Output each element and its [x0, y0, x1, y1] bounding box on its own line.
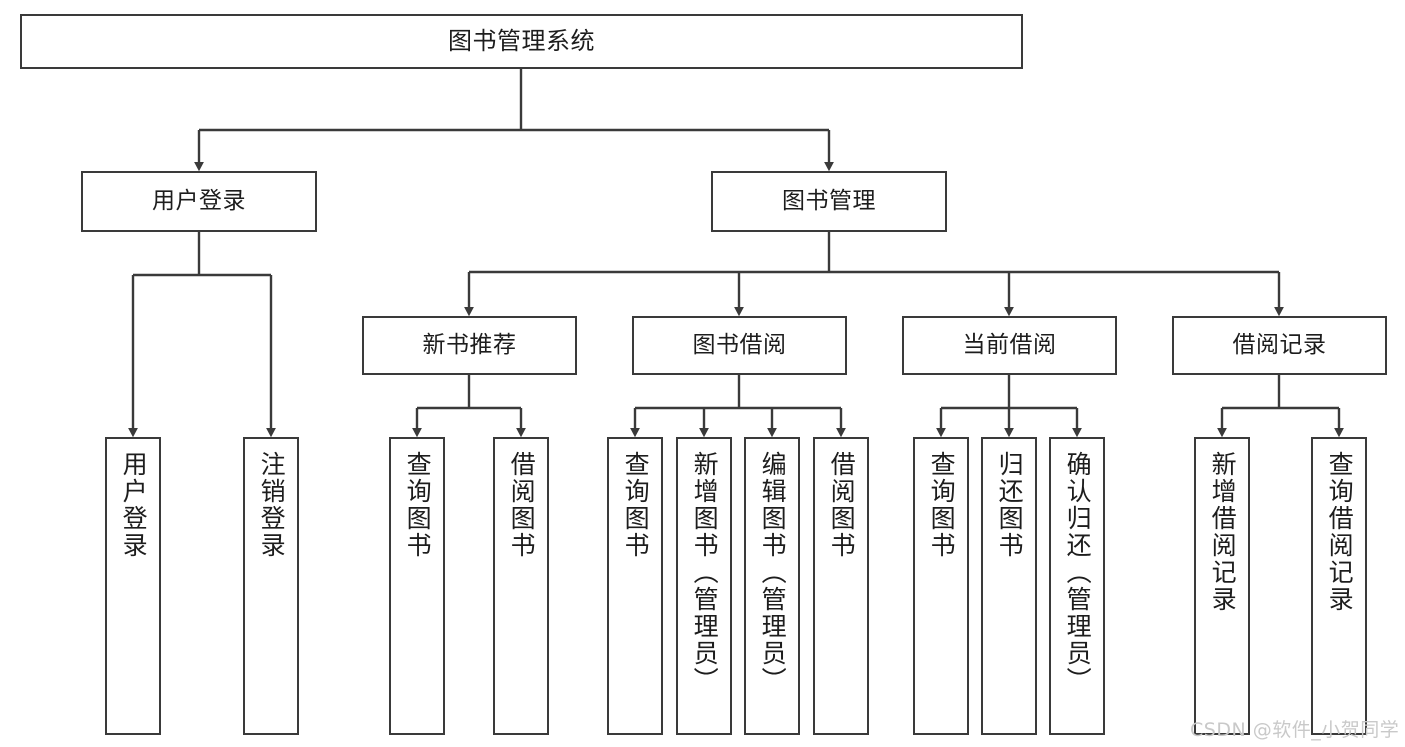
- node-leaf-return-book-label: 归还图书: [995, 451, 1025, 559]
- node-borrow-record-label: 借阅记录: [1232, 331, 1327, 358]
- node-leaf-confirm-return[interactable]: 确认归还（管理员）: [1049, 437, 1105, 735]
- node-leaf-query-book-1[interactable]: 查询图书: [389, 437, 445, 735]
- node-leaf-query-record[interactable]: 查询借阅记录: [1311, 437, 1367, 735]
- node-root[interactable]: 图书管理系统: [20, 14, 1023, 69]
- node-leaf-user-login-label: 用户登录: [119, 451, 149, 559]
- node-leaf-edit-book-label: 编辑图书（管理员）: [758, 451, 788, 694]
- node-leaf-edit-book[interactable]: 编辑图书（管理员）: [744, 437, 800, 735]
- node-leaf-add-book[interactable]: 新增图书（管理员）: [676, 437, 732, 735]
- node-leaf-query-book-2-label: 查询图书: [621, 451, 651, 559]
- node-leaf-add-record[interactable]: 新增借阅记录: [1194, 437, 1250, 735]
- node-leaf-borrow-book-1[interactable]: 借阅图书: [493, 437, 549, 735]
- node-leaf-logout-login[interactable]: 注销登录: [243, 437, 299, 735]
- node-leaf-logout-login-label: 注销登录: [257, 451, 287, 559]
- node-new-book-rec-label: 新书推荐: [422, 331, 517, 358]
- node-leaf-confirm-return-label: 确认归还（管理员）: [1063, 451, 1093, 694]
- node-leaf-borrow-book-2[interactable]: 借阅图书: [813, 437, 869, 735]
- node-leaf-borrow-book-2-label: 借阅图书: [827, 451, 857, 559]
- node-book-borrow-label: 图书借阅: [692, 331, 787, 358]
- node-root-label: 图书管理系统: [448, 27, 595, 56]
- node-leaf-return-book[interactable]: 归还图书: [981, 437, 1037, 735]
- node-user-login[interactable]: 用户登录: [81, 171, 317, 232]
- node-leaf-user-login[interactable]: 用户登录: [105, 437, 161, 735]
- node-user-login-label: 用户登录: [152, 187, 246, 214]
- node-leaf-query-book-3-label: 查询图书: [927, 451, 957, 559]
- node-borrow-record[interactable]: 借阅记录: [1172, 316, 1387, 375]
- node-book-manage-label: 图书管理: [782, 187, 876, 214]
- node-book-borrow[interactable]: 图书借阅: [632, 316, 847, 375]
- node-leaf-query-book-2[interactable]: 查询图书: [607, 437, 663, 735]
- node-leaf-add-record-label: 新增借阅记录: [1208, 451, 1238, 613]
- node-leaf-borrow-book-1-label: 借阅图书: [507, 451, 537, 559]
- node-new-book-rec[interactable]: 新书推荐: [362, 316, 577, 375]
- node-book-manage[interactable]: 图书管理: [711, 171, 947, 232]
- node-leaf-query-record-label: 查询借阅记录: [1325, 451, 1355, 613]
- node-leaf-query-book-3[interactable]: 查询图书: [913, 437, 969, 735]
- node-leaf-add-book-label: 新增图书（管理员）: [690, 451, 720, 694]
- node-current-borrow-label: 当前借阅: [962, 331, 1057, 358]
- node-current-borrow[interactable]: 当前借阅: [902, 316, 1117, 375]
- node-leaf-query-book-1-label: 查询图书: [403, 451, 433, 559]
